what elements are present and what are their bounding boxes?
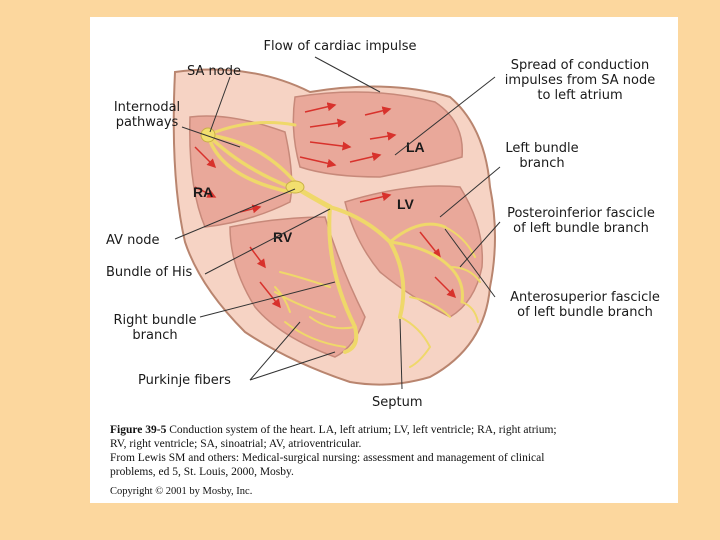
copyright-notice: Copyright © 2001 by Mosby, Inc. (110, 485, 670, 499)
label-posteroinferior-fascicle: Posteroinferior fascicle of left bundle … (495, 206, 667, 236)
label-purkinje-fibers: Purkinje fibers (138, 373, 231, 388)
chamber-label-lv: LV (397, 196, 415, 212)
caption-text-4: problems, ed 5, St. Louis, 2000, Mosby. (110, 465, 670, 479)
figure-panel: LA RA LV RV Flow of cardiac impulse SA n… (90, 17, 678, 503)
label-flow-of-cardiac-impulse: Flow of cardiac impulse (255, 39, 425, 54)
caption-text-1: Conduction system of the heart. LA, left… (169, 424, 556, 436)
label-left-bundle-branch: Left bundle branch (492, 141, 592, 171)
figure-caption-line-1: Figure 39-5 Conduction system of the hea… (110, 423, 670, 437)
caption-text-2: RV, right ventricle; SA, sinoatrial; AV,… (110, 437, 670, 451)
label-av-node: AV node (106, 233, 160, 248)
figure-number: Figure 39-5 (110, 424, 166, 436)
label-sa-node: SA node (187, 64, 241, 79)
chamber-label-ra: RA (193, 184, 213, 200)
left-atrium (293, 92, 462, 177)
label-bundle-of-his: Bundle of His (106, 265, 192, 280)
label-anterosuperior-fascicle: Anterosuperior fascicle of left bundle b… (495, 290, 675, 320)
label-septum: Septum (372, 395, 423, 410)
label-internodal-pathways: Internodal pathways (102, 100, 192, 130)
label-right-bundle-branch: Right bundle branch (100, 313, 210, 343)
sa-node (201, 128, 215, 142)
chamber-label-la: LA (406, 139, 425, 155)
caption-text-3: From Lewis SM and others: Medical-surgic… (110, 451, 670, 465)
label-spread-of-conduction: Spread of conduction impulses from SA no… (490, 58, 670, 103)
